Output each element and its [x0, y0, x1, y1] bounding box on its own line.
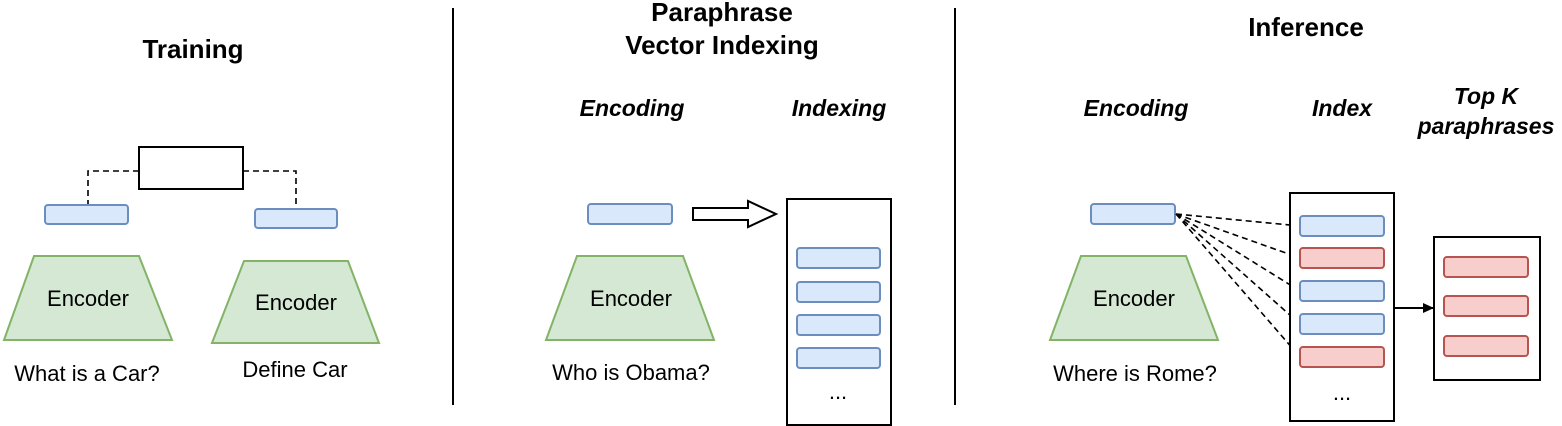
similarity-line: [1175, 213, 1301, 358]
index-vector-blue: [1299, 313, 1385, 335]
indexing-label: Indexing: [792, 95, 887, 121]
encoder: [544, 255, 716, 341]
indexing-title-line1: Paraphrase: [651, 0, 793, 27]
query-right: Define Car: [242, 357, 347, 382]
inference-encoding-label: Encoding: [1084, 95, 1189, 121]
indexing-section: Paraphrase Vector Indexing Encoding Inde…: [544, 0, 892, 426]
query-left: What is a Car?: [14, 361, 160, 386]
training-section: Training Encoder Encoder What is a Car? …: [2, 34, 381, 386]
topk-label-line1: Top K: [1454, 83, 1520, 109]
index-vector-red: [1299, 346, 1385, 368]
inference-title: Inference: [1248, 12, 1364, 42]
index-vector-red: [1299, 247, 1385, 269]
index-vector-blue: [1299, 280, 1385, 302]
similarity-line: [1175, 213, 1301, 325]
indexed-vector: [796, 247, 881, 269]
indexed-vector: [796, 347, 881, 369]
index-vector-blue: [1299, 215, 1385, 237]
indexing-title-line2: Vector Indexing: [625, 30, 819, 60]
indexed-vector: [796, 281, 881, 303]
inference-section: Inference Encoding Index Top K paraphras…: [1048, 12, 1555, 422]
index-store: [786, 198, 892, 426]
encoding-label: Encoding: [580, 95, 685, 121]
topk-vector: [1443, 335, 1529, 357]
encoder-left-label: Encoder: [47, 286, 129, 311]
encoder-left: [2, 255, 174, 341]
vector-left: [44, 204, 129, 225]
index-arrow: [692, 199, 779, 229]
inference-encoder: [1048, 255, 1220, 341]
inference-index-ellipsis: ...: [1333, 380, 1351, 405]
query-text: Who is Obama?: [552, 360, 710, 385]
inference-query-vector: [1090, 203, 1176, 225]
dashed-link-left: [87, 170, 139, 205]
similarity-line: [1175, 213, 1301, 259]
inference-encoder-label: Encoder: [1093, 286, 1175, 311]
encoder-right: [210, 260, 381, 344]
topk-label-line2: paraphrases: [1417, 113, 1555, 139]
indexed-vector: [796, 314, 881, 336]
query-vector: [587, 203, 673, 225]
encoder-label: Encoder: [590, 286, 672, 311]
index-ellipsis: ...: [829, 379, 847, 404]
training-title: Training: [142, 34, 243, 64]
dashed-link-right: [243, 170, 297, 208]
encoder-right-label: Encoder: [255, 290, 337, 315]
topk-vector: [1443, 256, 1529, 278]
similarity-line: [1175, 213, 1301, 292]
inference-index-label: Index: [1312, 95, 1373, 121]
similarity-box: [138, 146, 244, 190]
inference-query-text: Where is Rome?: [1053, 361, 1217, 386]
topk-vector: [1443, 295, 1529, 317]
vector-right: [254, 208, 338, 229]
similarity-line: [1175, 213, 1301, 227]
